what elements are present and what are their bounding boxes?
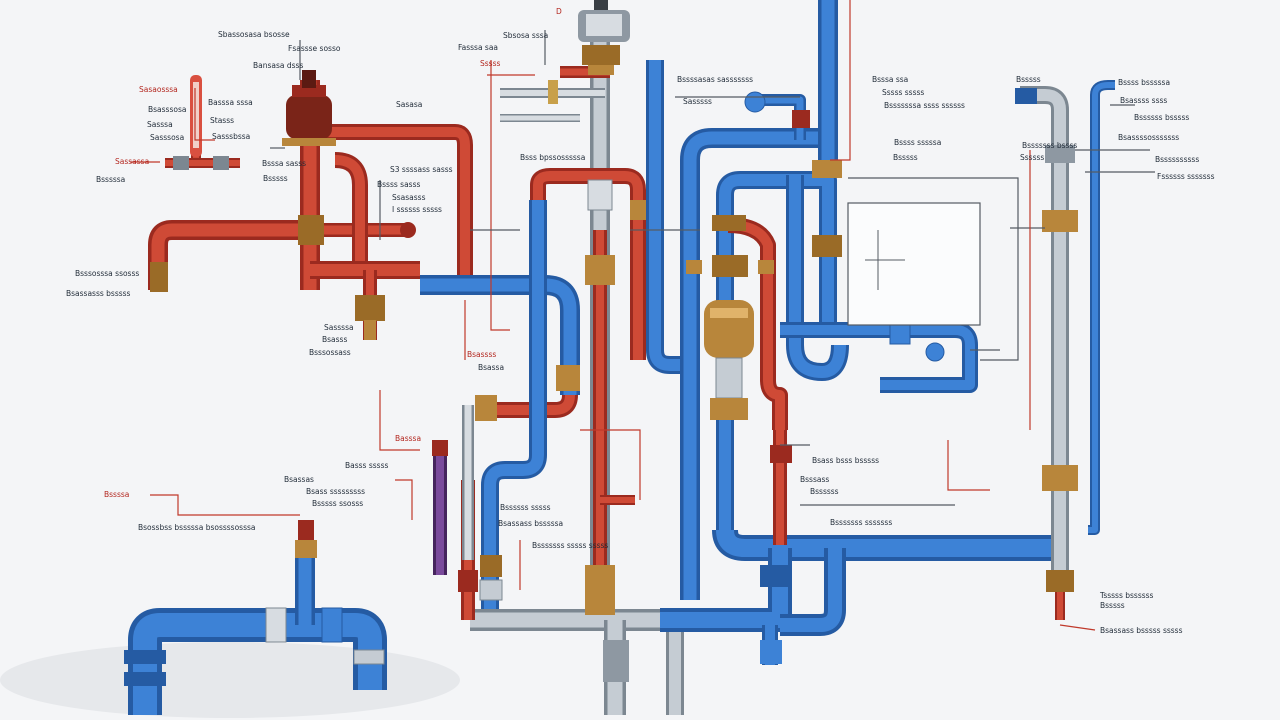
callout-label: Sasasa	[396, 100, 422, 109]
callout-label: Bsasssosa	[148, 105, 186, 114]
callout-label: Fssssss sssssss	[1157, 172, 1215, 181]
callout-label: Bsssssssa ssss ssssss	[884, 101, 965, 110]
callout-label: Bsssssss sssssss	[830, 518, 892, 527]
callout-label: Fasssa saa	[458, 43, 498, 52]
center-hot-loop	[727, 217, 788, 430]
bottom-left-cold-main	[128, 545, 387, 715]
callout-label: Sssss	[480, 59, 500, 68]
callout-label: Bsss bpssosssssa	[520, 153, 585, 162]
right-riser	[1020, 80, 1115, 620]
callout-label: Bsssss	[1100, 601, 1125, 610]
central-hot-line	[530, 66, 646, 580]
callout-label: Bssssssssss	[1155, 155, 1199, 164]
callout-label: Bsossbss bsssssa bsossssosssa	[138, 523, 256, 532]
main-brass-valve	[686, 215, 774, 420]
callout-label: Bsassasss bsssss	[66, 289, 131, 298]
callout-label: Sssss sssss	[882, 88, 924, 97]
callout-label: Bssssa	[104, 490, 129, 499]
callout-label: Bssssss bsssss	[1134, 113, 1189, 122]
callout-label: Bsssss	[1016, 75, 1041, 84]
callout-label: Sasssss	[683, 97, 712, 106]
callout-label: Sassassa	[115, 157, 149, 166]
callout-label: Bssssss	[810, 487, 839, 496]
pipe-network	[128, 0, 1115, 715]
central-steel-column	[500, 40, 610, 600]
callout-label: Sasaosssa	[139, 85, 178, 94]
callout-label: Basss sssss	[345, 461, 388, 470]
callout-label: Sasssbssa	[212, 132, 250, 141]
callout-label: D	[556, 7, 562, 16]
callout-label: Bsass sssssssss	[306, 487, 365, 496]
central-cold-riser	[481, 200, 547, 620]
top-actuator	[548, 0, 630, 104]
callout-label: Bsssass	[800, 475, 829, 484]
callout-label: Bsassas	[284, 475, 314, 484]
callout-label: Ssasasss	[392, 193, 426, 202]
callout-label: Stasss	[210, 116, 234, 125]
callout-label: Sassssa	[324, 323, 354, 332]
callout-label: Sbassosasa bsosse	[218, 30, 290, 39]
callout-label: Sasssa	[147, 120, 173, 129]
callout-label: Bsssss	[263, 174, 288, 183]
left-pump	[282, 70, 416, 340]
callout-label: Bansasa dsss	[253, 61, 303, 70]
callout-label: Bsssssa	[96, 175, 125, 184]
callout-label: Bsssss	[893, 153, 918, 162]
callout-label: Bssss sasss	[377, 180, 420, 189]
callout-label: Bsssa ssa	[872, 75, 908, 84]
callout-label: Bsssssss bssss	[1022, 141, 1077, 150]
callout-label: Bsassass bsssssa	[498, 519, 563, 528]
callout-label: Bsassass bsssss sssss	[1100, 626, 1183, 635]
left-gauge	[150, 75, 229, 292]
callout-label: Basssa	[395, 434, 421, 443]
callout-label: Bssssasas sasssssss	[677, 75, 753, 84]
bottom-manifold	[470, 609, 700, 715]
callout-label: Bsassss	[467, 350, 496, 359]
callout-label: S3 ssssass sasss	[390, 165, 453, 174]
callout-label: Bssssss sssss	[500, 503, 551, 512]
callout-label: Bsassss ssss	[1120, 96, 1167, 105]
callout-label: Ssssss	[1020, 153, 1044, 162]
callout-label: Bssss sssssa	[894, 138, 941, 147]
callout-label: Sasssosa	[150, 133, 184, 142]
callout-labels: Sbassosasa bsosse Fsassse sosso Bansasa …	[66, 7, 1215, 635]
callout-label: Bsassa	[478, 363, 504, 372]
left-hot-branch	[148, 80, 473, 340]
left-cold-cross	[420, 275, 580, 418]
callout-label: I ssssss sssss	[392, 205, 442, 214]
callout-label: Bsasss	[322, 335, 347, 344]
fittings	[124, 0, 1078, 686]
callout-label: Tsssss bssssss	[1099, 591, 1154, 600]
callout-label: Bsass bsss bsssss	[812, 456, 879, 465]
couplings	[124, 88, 1078, 686]
inset-schematic	[847, 202, 981, 326]
leader-lines	[130, 0, 1155, 631]
callout-label: Bsssossass	[309, 348, 351, 357]
callout-label: Bsssss ssosss	[312, 499, 363, 508]
callout-label: Bsassssosssssss	[1118, 133, 1179, 142]
lower-purple-branch	[433, 405, 475, 620]
callout-label: Sbsosa sssa	[503, 31, 548, 40]
floor-shadow	[0, 642, 460, 718]
callout-label: Bsssssss sssss sssss	[532, 541, 608, 550]
callout-label: Basssa sssa	[208, 98, 253, 107]
callout-label: Bssss bsssssa	[1118, 78, 1170, 87]
callout-label: Bsssa sasss	[262, 159, 306, 168]
callout-label: Fsassse sosso	[288, 44, 341, 53]
callout-label: Bsssosssa ssosss	[75, 269, 139, 278]
